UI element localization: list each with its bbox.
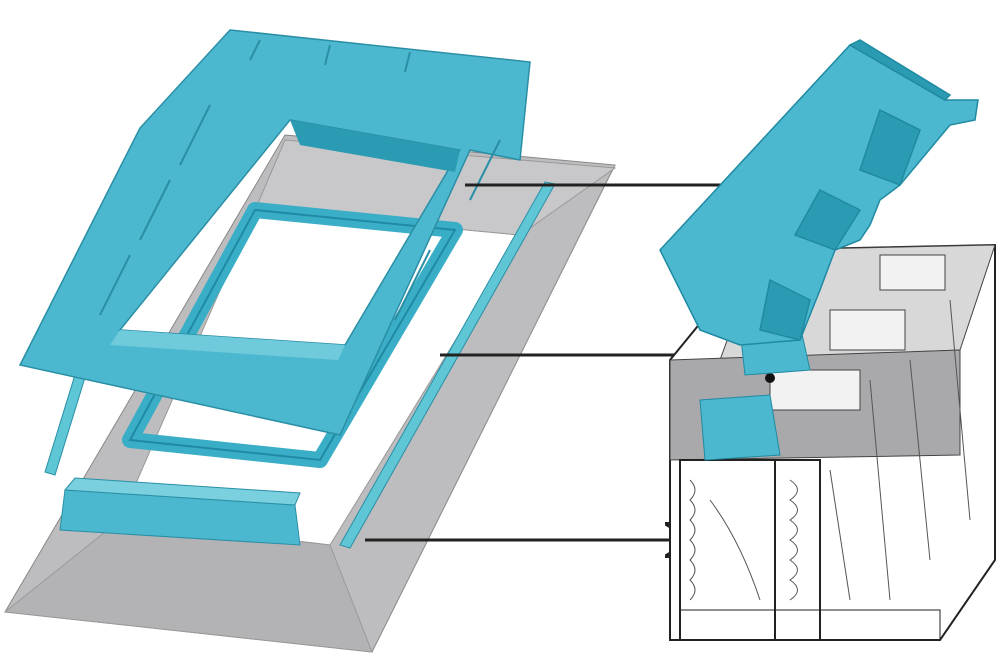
cross-section-detail bbox=[659, 39, 996, 641]
bottom-block bbox=[59, 477, 301, 546]
blue-flashing-profile bbox=[659, 39, 979, 346]
blue-flashing-frame bbox=[18, 29, 531, 436]
